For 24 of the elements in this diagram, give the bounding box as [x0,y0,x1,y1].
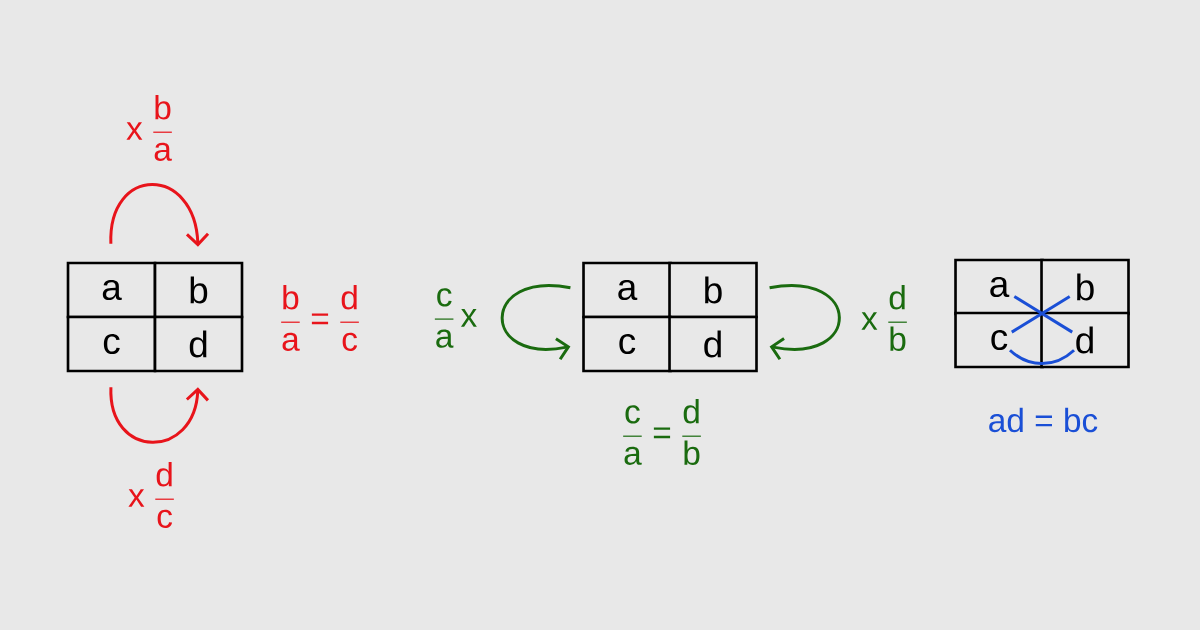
equation: $\frac{\text{b}}{\text{a}}\;\text{=}\;\frac{\text{d}}{\text{c}}$ [281,285,359,351]
table-cell: d [668,315,758,373]
curved-arrow [109,183,210,247]
table-cell: b [153,261,244,319]
table-cell: d [1040,311,1130,369]
edge-label: $\frac{\text{c}}{\text{a}}\,\text{x}$ [434,288,477,348]
table-cell: b [668,261,758,319]
curved-arrow [769,284,841,361]
table-cell: c [66,315,157,373]
edge-label: $\text{x}\;\frac{\text{b}}{\text{a}}$ [126,95,172,161]
edge-label: $\text{x}\;\frac{\text{d}}{\text{c}}$ [128,462,174,528]
loop-line [1009,349,1075,366]
table-cell: a [954,258,1044,316]
table-cell: c [954,311,1044,369]
equation: $\frac{\text{c}}{\text{a}}\;\text{=}\;\frac{\text{d}}{\text{b}}$ [623,399,701,465]
table-cell: a [582,261,672,319]
table-cell: a [66,261,157,319]
curved-arrow [109,387,210,444]
table-cell: c [582,315,672,373]
edge-label: $\text{x}\;\frac{\text{d}}{\text{b}}$ [861,285,907,351]
table-cell: d [153,315,244,373]
table-cell: b [1040,258,1130,316]
equation: ad = bc [989,407,1098,433]
curved-arrow [500,284,571,361]
